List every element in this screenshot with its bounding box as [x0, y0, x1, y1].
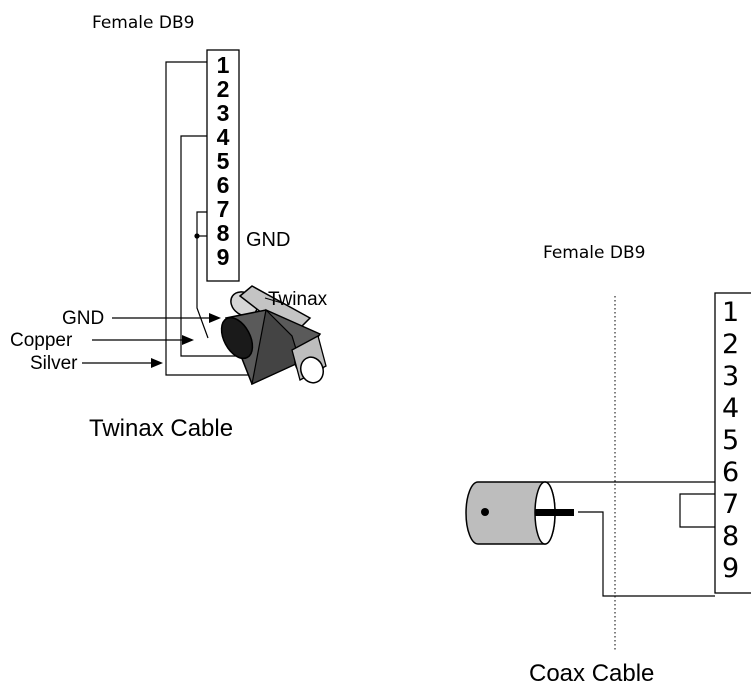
twinax-caption: Twinax Cable: [89, 415, 233, 442]
coax-pin-4: 4: [722, 393, 739, 424]
gnd-junction-dot: [194, 233, 200, 239]
twinax-gnd-pin-label: GND: [246, 229, 290, 251]
coax-pin-7: 7: [722, 489, 739, 520]
twinax-section: Female DB9 1 2 3 4 5 6 7 8 9 GND: [10, 13, 328, 442]
wire-label-silver: Silver: [30, 353, 78, 374]
coax-db9-pinbox: [714, 292, 751, 594]
twinax-pin-4: 4: [217, 124, 230, 150]
arrow-silver: [151, 358, 163, 368]
twinax-wire-labels: GND Copper Silver: [10, 308, 221, 374]
twinax-pin-8: 8: [217, 220, 230, 246]
coax-section: Female DB9 1 2 3 4 5 6 7 8 9: [465, 243, 751, 687]
coax-pin-numbers: 1 2 3 4 5 6 7 8 9: [722, 297, 739, 584]
coax-center-conductor: [535, 509, 574, 516]
twinax-pin-5: 5: [217, 148, 230, 174]
wire-pin4-copper: [180, 135, 244, 357]
wire-pin6-pin7-jumper: [679, 493, 715, 528]
twinax-pin-2: 2: [217, 76, 230, 102]
coax-plug-icon: [465, 481, 574, 545]
twinax-pin-6: 6: [217, 172, 230, 198]
twinax-cable-label: Twinax: [268, 289, 328, 310]
coax-pin-2: 2: [722, 329, 739, 360]
coax-pin-8: 8: [722, 521, 739, 552]
twinax-db9-pinbox: [206, 49, 240, 282]
coax-pin-9: 9: [722, 553, 739, 584]
twinax-pin-numbers: 1 2 3 4 5 6 7 8 9: [217, 52, 230, 270]
twinax-label-pointer: [264, 297, 283, 304]
wire-center-to-pin9: [578, 511, 715, 597]
wire-pin1-silver: [165, 61, 248, 376]
coax-pin-5: 5: [722, 425, 739, 456]
twinax-pin-3: 3: [217, 100, 230, 126]
twinax-pin-1: 1: [217, 52, 230, 78]
twinax-plug-icon: [220, 285, 327, 386]
coax-caption: Coax Cable: [529, 660, 654, 687]
twinax-connector-label: Female DB9: [92, 13, 194, 33]
arrow-copper: [182, 335, 194, 345]
wire-label-gnd: GND: [62, 308, 104, 329]
twinax-wires: [165, 61, 248, 376]
arrow-gnd: [209, 313, 221, 323]
twinax-pin-7: 7: [217, 196, 230, 222]
wire-pin7-8-gnd: [196, 211, 209, 339]
coax-wires: [545, 481, 715, 597]
coax-plug-dot: [481, 508, 489, 516]
twinax-pin-9: 9: [217, 244, 230, 270]
coax-pin-1: 1: [722, 297, 739, 328]
wire-label-copper: Copper: [10, 330, 73, 351]
coax-connector-label: Female DB9: [543, 243, 645, 263]
coax-pin-6: 6: [722, 457, 739, 488]
coax-pin-3: 3: [722, 361, 739, 392]
